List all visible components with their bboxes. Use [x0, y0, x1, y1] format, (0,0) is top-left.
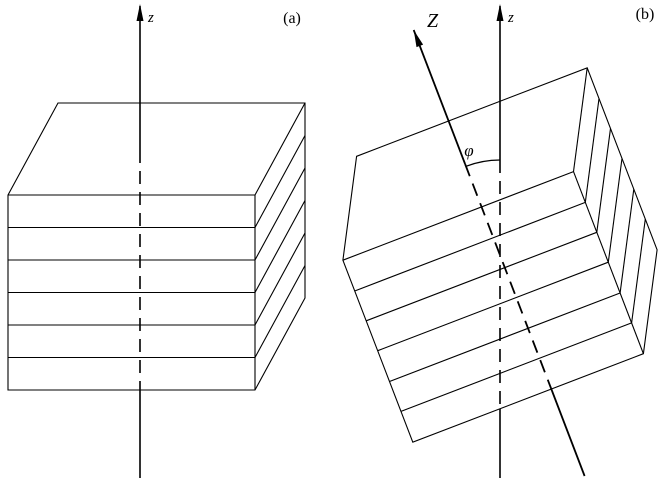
tilted-axis-label: Z [427, 10, 439, 32]
tilted-axis-upper-segment [412, 29, 466, 165]
slab-b-top-right-depth-edge [572, 67, 588, 172]
z-axis-a-arrowhead [136, 4, 144, 21]
slab-b-side-layer-line-2 [596, 128, 612, 233]
tilted-axis-lower-segment [550, 388, 586, 477]
slab-b-side-layer-line-4 [619, 189, 635, 294]
slab-b-side-layer-line-1 [584, 98, 600, 203]
slab-a-outline [7, 102, 306, 391]
phi-label: φ [464, 141, 473, 160]
slab-b-layer-line-3 [377, 261, 609, 352]
slab-b-outline [342, 67, 658, 443]
slab-b-layer-line-4 [389, 292, 621, 383]
slab-b-layer-line-1 [354, 201, 586, 292]
tilted-axis-arrowhead [413, 30, 424, 48]
slab-b-side-layer-line-3 [607, 158, 623, 263]
slab-a-side-layer-line-2 [254, 167, 306, 261]
tilted-axis-hidden-segment [464, 163, 553, 390]
slab-a-side-layer-line-5 [254, 265, 306, 358]
slab-b-layer-line-2 [366, 231, 597, 322]
panel-a-label: (a) [283, 10, 301, 27]
slab-a-side-layer-line-4 [254, 232, 306, 326]
slab-b-front-top-edge [342, 171, 574, 261]
slab-b-side-layer-line-5 [631, 219, 646, 323]
z-axis-b-label: z [507, 10, 514, 26]
slab-a-side-layer-line-1 [254, 135, 306, 228]
z-axis-a-label: z [147, 10, 154, 26]
z-axis-b-arrowhead [496, 4, 504, 21]
slab-a-top-right-depth-edge [254, 102, 306, 196]
phi-angle-arc [465, 159, 501, 167]
slab-a-side-layer-line-3 [254, 200, 306, 293]
panel-b-label: (b) [636, 6, 655, 23]
slab-b-layer-line-5 [400, 322, 632, 412]
